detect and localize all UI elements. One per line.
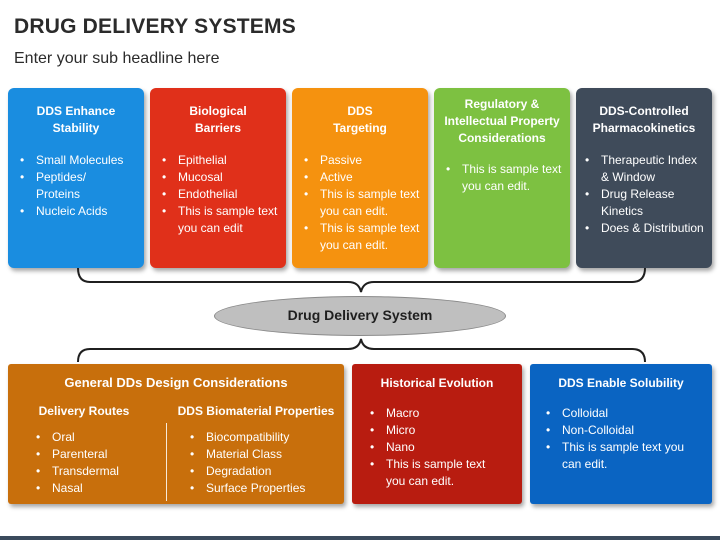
list-item: Mucosal <box>160 169 278 186</box>
card-biological-barriers: Biological Barriers Epithelial Mucosal E… <box>150 88 286 268</box>
list-item: Degradation <box>188 463 305 480</box>
card-list: Passive Active This is sample text you c… <box>302 152 422 254</box>
list-item: Surface Properties <box>188 480 305 497</box>
card-list: Therapeutic Index & Window Drug Release … <box>583 152 706 237</box>
column-divider <box>166 423 167 501</box>
card-title: DDS Enable Solubility <box>558 376 684 390</box>
list-item: Active <box>302 169 422 186</box>
card-title: Historical Evolution <box>380 376 494 390</box>
list-item: This is sample text you can edit <box>160 203 278 237</box>
list-item: This is sample text you can edit. <box>302 186 422 220</box>
card-regulatory-ip: Regulatory & Intellectual Property Consi… <box>434 88 570 268</box>
biomaterial-list: Biocompatibility Material Class Degradat… <box>188 429 305 497</box>
list-item: Macro <box>368 405 508 422</box>
list-item: This is sample text you can edit. <box>444 161 564 195</box>
bottom-bracket <box>77 338 646 363</box>
list-item: Non-Colloidal <box>544 422 700 439</box>
card-list: This is sample text you can edit. <box>444 161 564 195</box>
delivery-routes-heading: Delivery Routes <box>38 404 130 418</box>
list-item: Biocompatibility <box>188 429 305 446</box>
list-item: Endothelial <box>160 186 278 203</box>
list-item: Drug Release Kinetics <box>583 186 706 220</box>
card-title: Regulatory & Intellectual Property Consi… <box>444 97 560 145</box>
card-title: DDS Targeting <box>333 104 387 135</box>
list-item: Epithelial <box>160 152 278 169</box>
list-item: Nasal <box>34 480 119 497</box>
card-general-design: General DDs Design Considerations Delive… <box>8 364 344 504</box>
page-subtitle: Enter your sub headline here <box>14 50 220 67</box>
page-title: DRUG DELIVERY SYSTEMS <box>14 15 296 38</box>
card-title: Biological Barriers <box>189 104 247 135</box>
list-item: This is sample text you can edit. <box>368 456 508 490</box>
list-item: Colloidal <box>544 405 700 422</box>
center-oval: Drug Delivery System <box>214 296 506 336</box>
list-item: Nucleic Acids <box>18 203 138 220</box>
list-item: Micro <box>368 422 508 439</box>
card-enable-solubility: DDS Enable Solubility Colloidal Non-Coll… <box>530 364 712 504</box>
card-title: General DDs Design Considerations <box>64 375 288 390</box>
card-dds-enhance-stability: DDS Enhance Stability Small Molecules Pe… <box>8 88 144 268</box>
biomaterial-heading: DDS Biomaterial Properties <box>177 404 335 418</box>
list-item: Therapeutic Index & Window <box>583 152 706 186</box>
card-list: Macro Micro Nano This is sample text you… <box>368 405 508 490</box>
card-list: Epithelial Mucosal Endothelial This is s… <box>160 152 278 237</box>
list-item: Nano <box>368 439 508 456</box>
list-item: Peptides/ Proteins <box>18 169 138 203</box>
footer-bar <box>0 536 720 540</box>
list-item: Transdermal <box>34 463 119 480</box>
list-item: This is sample text you can edit. <box>544 439 700 473</box>
card-list: Small Molecules Peptides/ Proteins Nucle… <box>18 152 138 220</box>
card-title: DDS Enhance Stability <box>36 104 116 135</box>
list-item: Small Molecules <box>18 152 138 169</box>
card-historical-evolution: Historical Evolution Macro Micro Nano Th… <box>352 364 522 504</box>
card-list: Colloidal Non-Colloidal This is sample t… <box>544 405 700 473</box>
list-item: This is sample text you can edit. <box>302 220 422 254</box>
card-title: DDS-Controlled Pharmacokinetics <box>592 104 696 135</box>
list-item: Does & Distribution <box>583 220 706 237</box>
list-item: Oral <box>34 429 119 446</box>
list-item: Passive <box>302 152 422 169</box>
card-dds-controlled-pk: DDS-Controlled Pharmacokinetics Therapeu… <box>576 88 712 268</box>
card-dds-targeting: DDS Targeting Passive Active This is sam… <box>292 88 428 268</box>
top-bracket <box>77 267 646 293</box>
list-item: Material Class <box>188 446 305 463</box>
list-item: Parenteral <box>34 446 119 463</box>
delivery-routes-list: Oral Parenteral Transdermal Nasal <box>34 429 119 497</box>
